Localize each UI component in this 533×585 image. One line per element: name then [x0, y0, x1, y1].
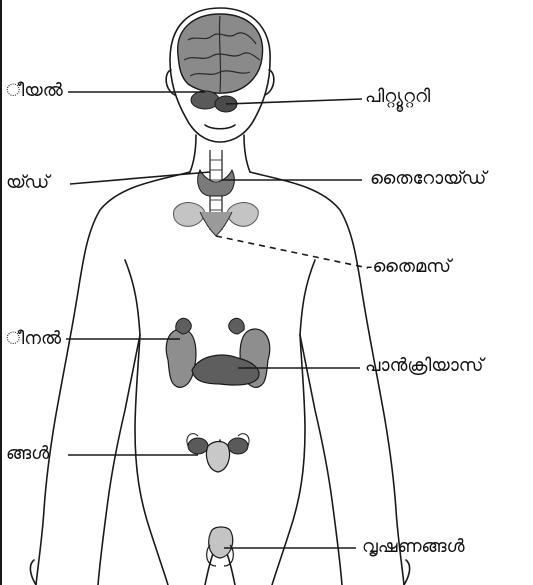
body-outline — [30, 8, 409, 585]
thymus-gland — [173, 203, 258, 237]
leader-thymus — [216, 236, 368, 268]
label-pancreas: പാൻക്രിയാസ് — [365, 355, 483, 377]
label-adrenal: ീനൽ — [6, 328, 61, 350]
label-testes: വൃഷണങ്ങൾ — [362, 536, 465, 558]
leader-pituitary — [226, 99, 362, 104]
label-thyroid: തൈറോയ്ഡ് — [370, 168, 486, 190]
label-pineal: ീയൽ — [6, 80, 63, 102]
ovaries — [187, 434, 249, 472]
leader-parathyroid — [70, 172, 210, 184]
label-pituitary: പിറ്റ്യൂറ്ററി — [365, 86, 430, 108]
label-ovaries: ങ്ങൾ — [6, 443, 49, 465]
label-thymus: -തൈമസ് — [366, 256, 451, 278]
label-parathyroid: യ്ഡ് — [6, 172, 49, 194]
brain — [178, 14, 263, 112]
